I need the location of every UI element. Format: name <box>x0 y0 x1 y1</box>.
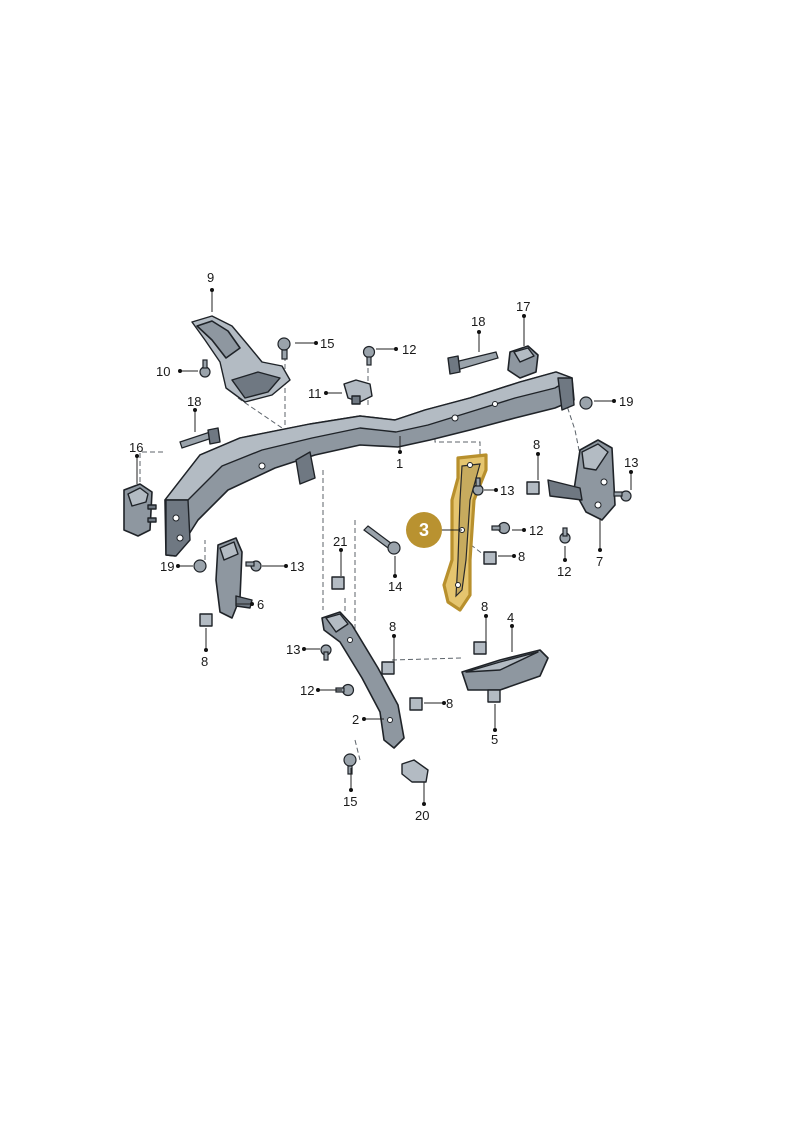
callout-12: 12 <box>300 683 314 698</box>
callout-1: 1 <box>396 456 403 471</box>
part-11-clip <box>343 379 373 405</box>
callout-7: 7 <box>596 554 603 569</box>
part-6-lower-support <box>215 537 253 619</box>
callout-8: 8 <box>201 654 208 669</box>
callout-13: 13 <box>500 483 514 498</box>
callout-17: 17 <box>516 299 530 314</box>
callout-18: 18 <box>471 314 485 329</box>
callout-leaders <box>135 288 633 806</box>
callout-8: 8 <box>481 599 488 614</box>
callout-10: 10 <box>156 364 170 379</box>
callout-4: 4 <box>507 610 514 625</box>
part-7-side-bracket <box>547 439 616 521</box>
part-17-bracket <box>507 345 539 379</box>
callout-20: 20 <box>415 808 429 823</box>
callout-2: 2 <box>352 712 359 727</box>
part-18-bolt-left <box>179 427 221 449</box>
badge-circle[interactable] <box>406 512 442 548</box>
callout-11: 11 <box>308 386 322 401</box>
callout-21: 21 <box>333 534 347 549</box>
callout-13: 13 <box>290 559 304 574</box>
callout-12: 12 <box>402 342 416 357</box>
callout-12: 12 <box>529 523 543 538</box>
callout-8: 8 <box>389 619 396 634</box>
part-16-side-bracket <box>123 483 157 537</box>
callout-8: 8 <box>518 549 525 564</box>
callout-18: 18 <box>187 394 201 409</box>
callout-9: 9 <box>207 270 214 285</box>
part-1-cross-member <box>164 371 575 557</box>
callout-13: 13 <box>286 642 300 657</box>
callout-5: 5 <box>491 732 498 747</box>
part-20-plate <box>401 759 429 783</box>
part-18-bolt-upper <box>447 351 499 375</box>
highlight-badge[interactable]: 3 <box>406 512 442 548</box>
callout-13: 13 <box>624 455 638 470</box>
callout-14: 14 <box>388 579 402 594</box>
callout-15: 15 <box>320 336 334 351</box>
callout-16: 16 <box>129 440 143 455</box>
callout-8: 8 <box>446 696 453 711</box>
part-9-air-deflector <box>191 315 291 403</box>
part-4-lower-bracket <box>461 649 549 691</box>
callout-12: 12 <box>557 564 571 579</box>
callout-8: 8 <box>533 437 540 452</box>
badge-label: 3 <box>419 520 429 540</box>
callout-19: 19 <box>619 394 633 409</box>
callout-numbers: 9 15 12 10 11 18 17 19 18 16 1 8 13 13 1… <box>129 270 638 823</box>
callout-19: 19 <box>160 559 174 574</box>
callout-6: 6 <box>257 597 264 612</box>
assembly-guide-lines <box>139 348 581 761</box>
callout-15: 15 <box>343 794 357 809</box>
part-2-diagonal-strut <box>321 611 405 749</box>
